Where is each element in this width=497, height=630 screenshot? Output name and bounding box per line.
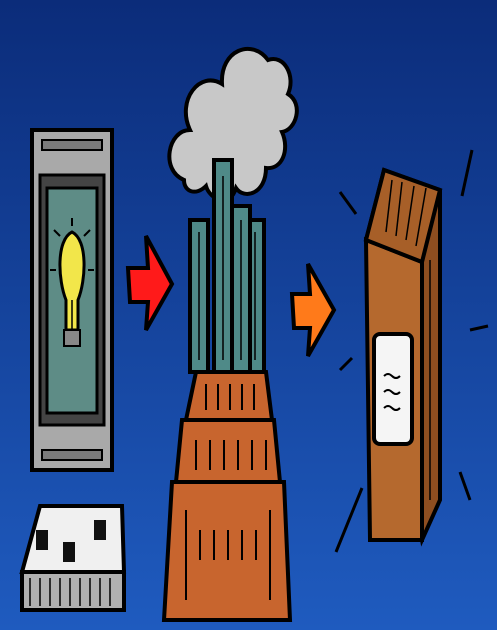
light-switch-icon bbox=[32, 130, 112, 470]
outlet-icon bbox=[22, 506, 124, 610]
